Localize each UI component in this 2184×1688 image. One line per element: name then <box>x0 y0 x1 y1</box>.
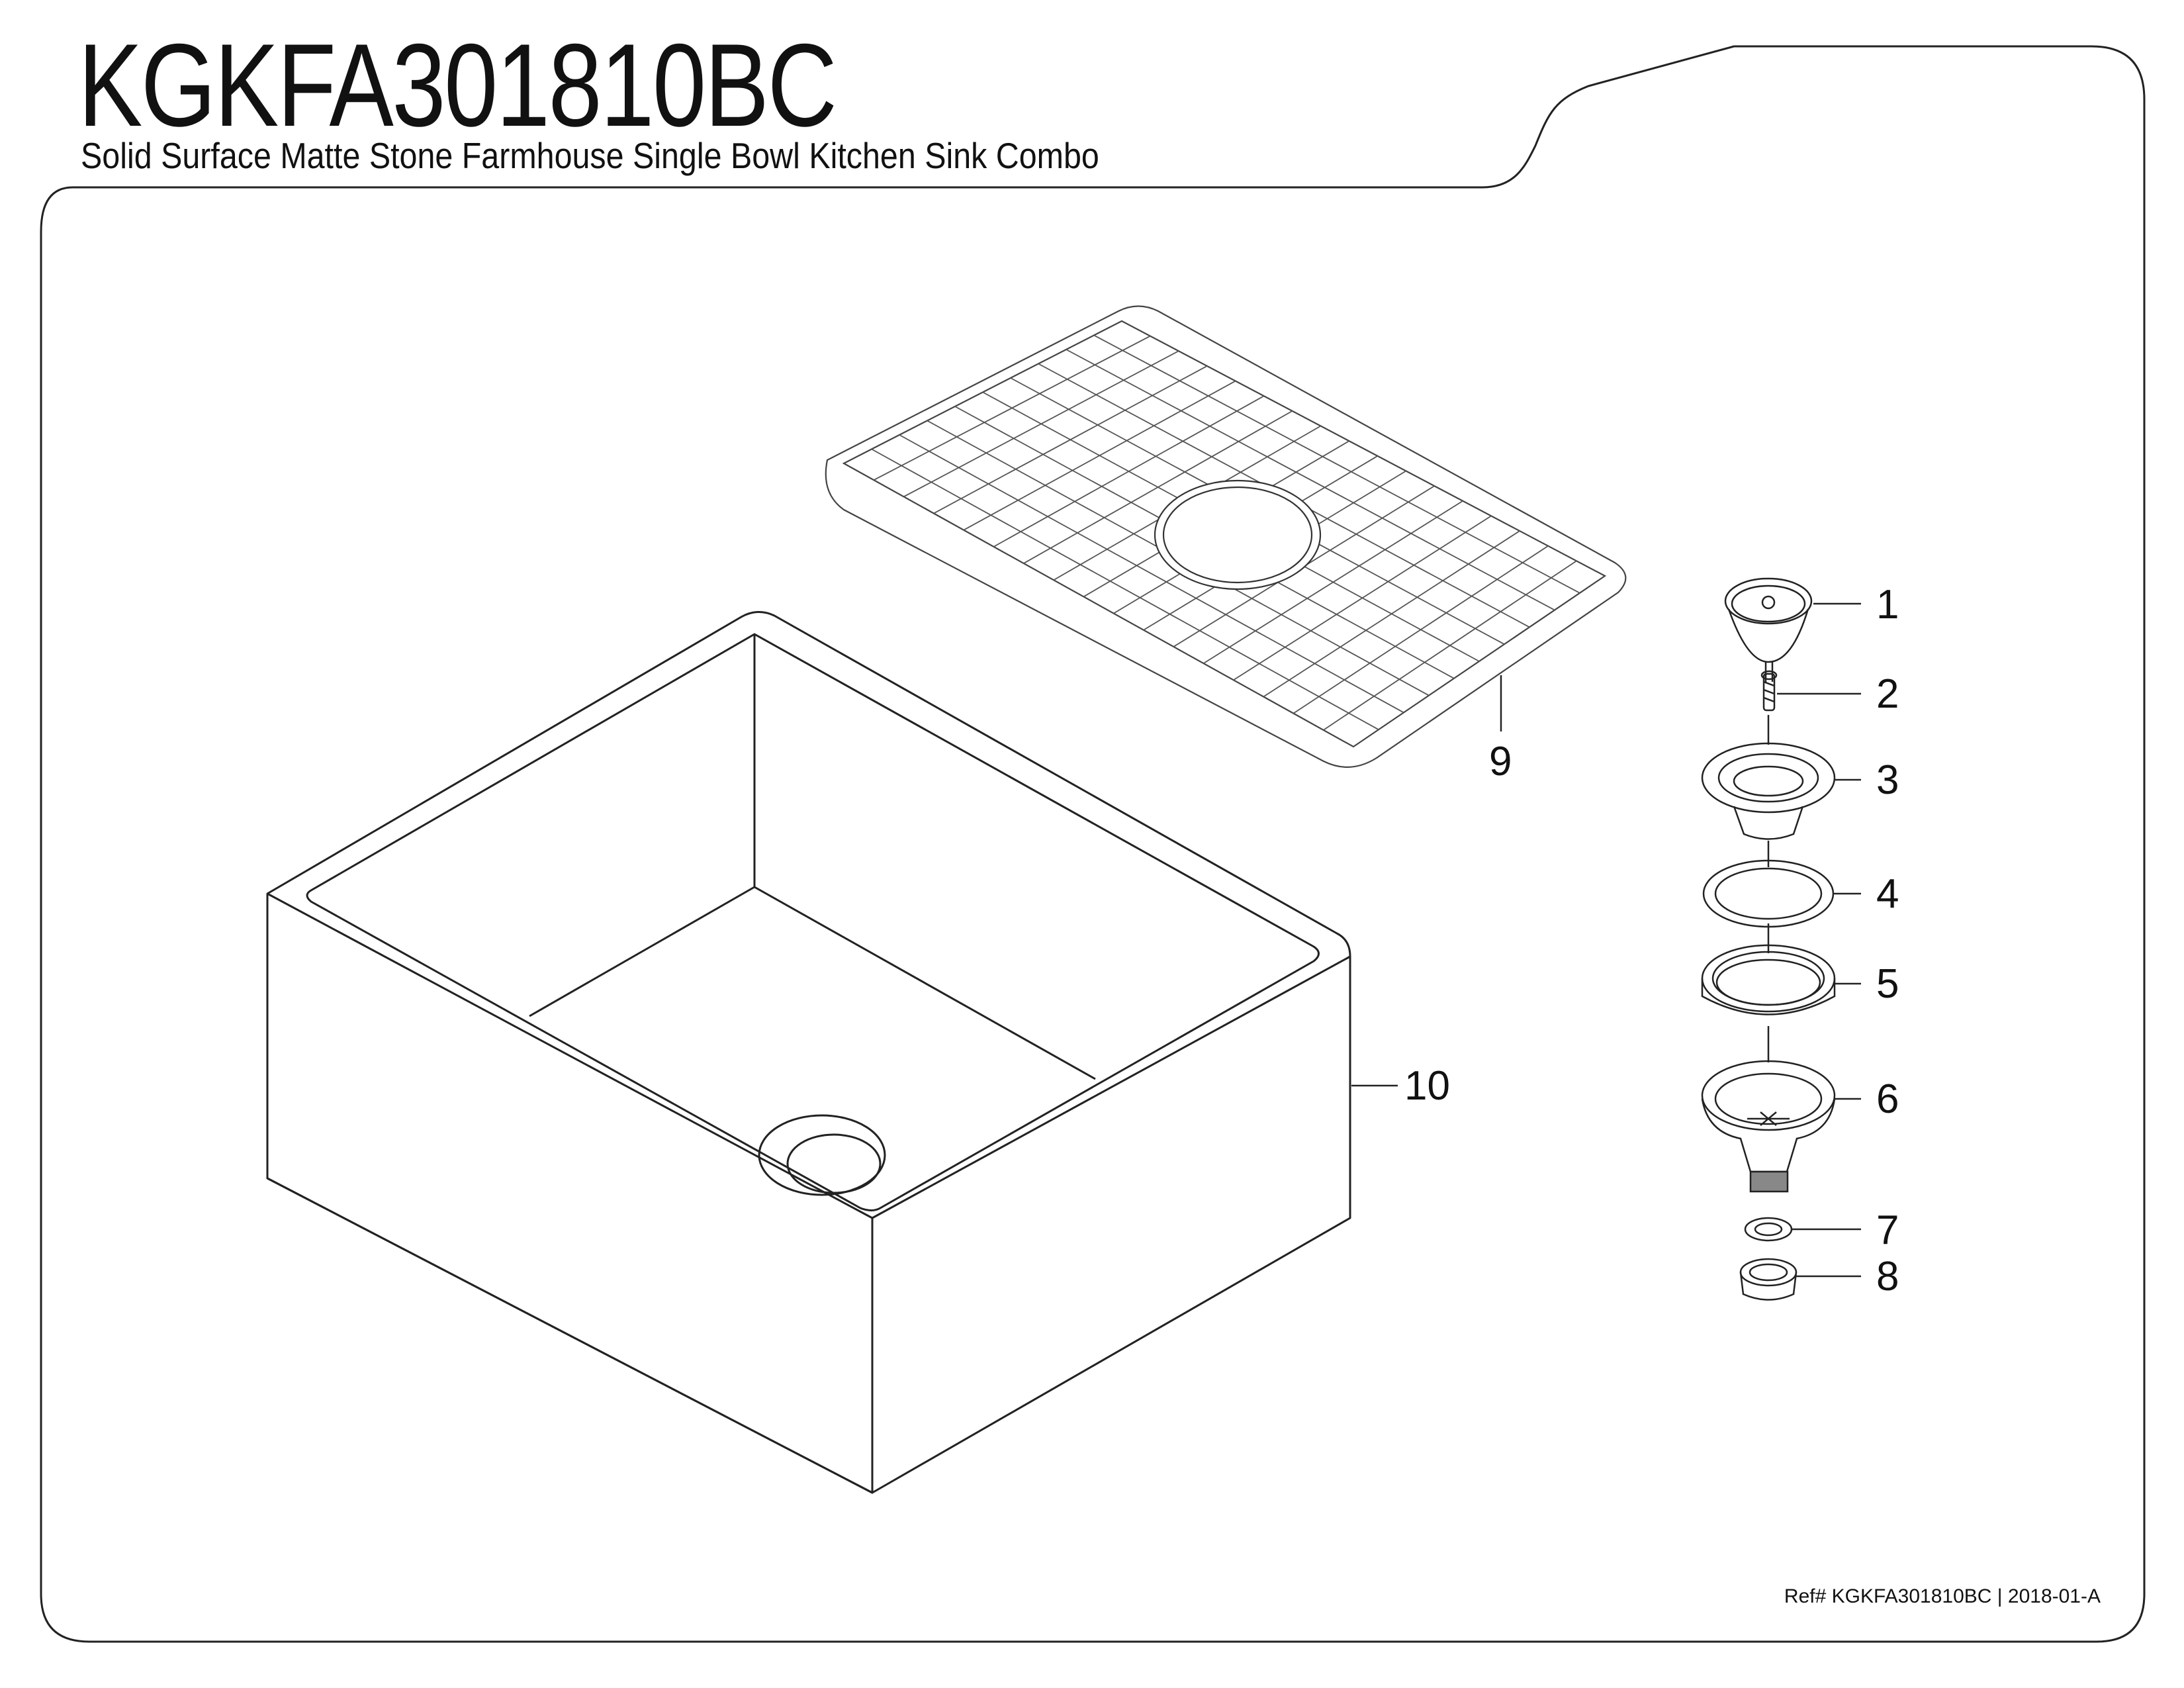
part-8-nut <box>1739 1258 1797 1301</box>
callout-6: 6 <box>1876 1076 1899 1122</box>
part-7-washer <box>1744 1217 1793 1242</box>
model-number-title: KGKFA301810BC <box>78 19 837 151</box>
leader-lines <box>1351 602 1861 1278</box>
product-description: Solid Surface Matte Stone Farmhouse Sing… <box>81 135 1099 176</box>
callout-10: 10 <box>1404 1063 1450 1109</box>
sink-drawing <box>266 611 1351 1494</box>
part-3-flange <box>1701 742 1836 840</box>
sheet-border <box>40 45 2146 1643</box>
callout-8: 8 <box>1876 1254 1899 1299</box>
callout-4: 4 <box>1876 871 1899 917</box>
grid-wire <box>871 448 1379 730</box>
callout-5: 5 <box>1876 961 1899 1007</box>
grid-wire <box>1093 334 1580 594</box>
callout-9: 9 <box>1489 739 1512 784</box>
callout-2: 2 <box>1876 671 1899 717</box>
callout-1: 1 <box>1876 582 1899 628</box>
grid-wire <box>899 434 1404 714</box>
bottom-grid-drawing <box>825 305 1627 768</box>
grid-drain-cutout <box>1154 479 1322 590</box>
grid-wire <box>1066 349 1555 611</box>
reference-number: Ref# KGKFA301810BC | 2018-01-A <box>1784 1585 2101 1607</box>
strainer-parts <box>1701 577 1836 1301</box>
part-4-gasket <box>1702 859 1835 928</box>
part-2-post <box>1760 670 1778 712</box>
callout-7: 7 <box>1876 1207 1899 1253</box>
part-1-basket <box>1724 577 1813 682</box>
callout-3: 3 <box>1876 757 1899 803</box>
part-6-body <box>1701 1060 1836 1193</box>
part-5-washer <box>1701 944 1836 1015</box>
